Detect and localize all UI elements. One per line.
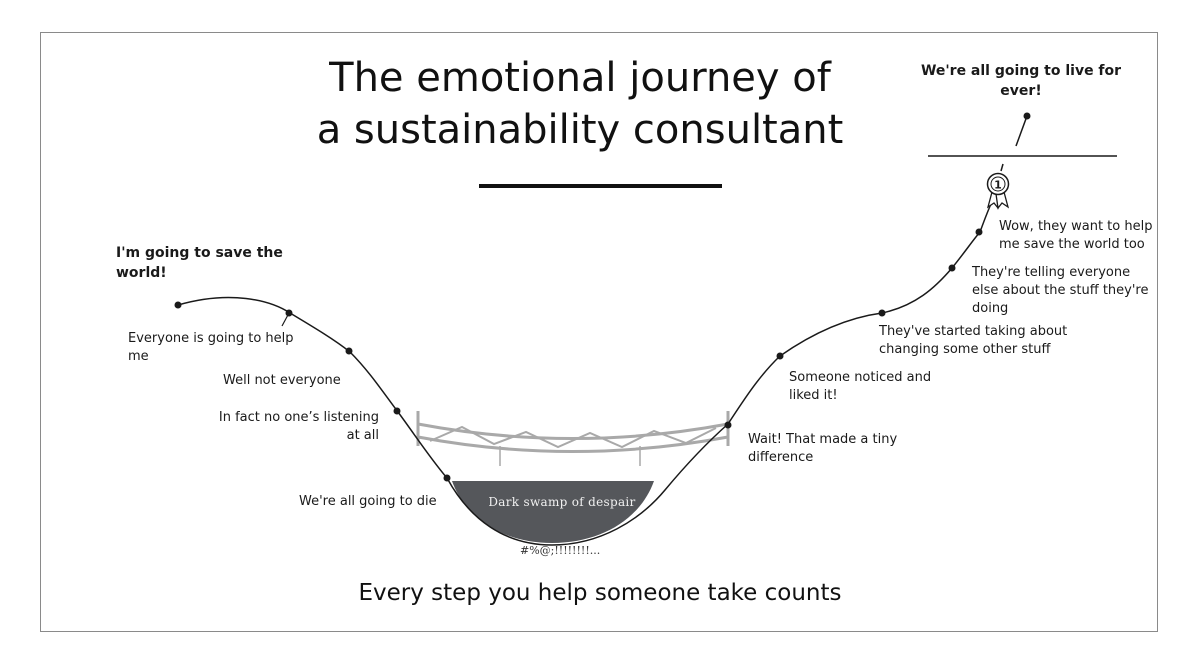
step-label-7: They've started taking about changing so… — [879, 323, 1067, 359]
dot-step-8 — [948, 264, 956, 272]
step-label-2: Well not everyone — [223, 372, 341, 390]
step-3-line-2: at all — [346, 428, 379, 443]
swamp-label: Dark swamp of despair — [488, 495, 636, 509]
step-6-line-2: liked it! — [789, 388, 838, 403]
footer-caption: Every step you help someone take counts — [358, 580, 842, 606]
step-7-line-2: changing some other stuff — [879, 342, 1051, 357]
title-underline — [479, 184, 722, 188]
step-8-line-2: else about the stuff they're — [972, 283, 1149, 298]
step-label-6: Someone noticed and liked it! — [789, 369, 931, 405]
step-label-1: Everyone is going to help me — [128, 330, 294, 366]
start-label: I'm going to save the world! — [116, 243, 283, 283]
page-title: The emotional journey of a sustainabilit… — [300, 52, 860, 156]
dot-step-9 — [975, 228, 983, 236]
step-8-line-1: They're telling everyone — [972, 265, 1131, 280]
step-8-line-3: doing — [972, 301, 1009, 316]
step-2-line-1: Well not everyone — [223, 373, 341, 388]
swamp-of-despair — [452, 481, 654, 543]
diagram-frame — [40, 32, 1158, 632]
step-label-5: Wait! That made a tiny difference — [748, 431, 897, 467]
bridge — [416, 411, 730, 466]
step-label-3: In fact no one’s listening at all — [200, 409, 379, 445]
journey-dots — [174, 112, 1031, 482]
dot-step-5 — [724, 421, 732, 429]
dot-step-7 — [878, 309, 886, 317]
step-label-8: They're telling everyone else about the … — [972, 264, 1148, 318]
dot-step-3 — [393, 407, 401, 415]
medal-number: 1 — [994, 179, 1002, 192]
summit-connector — [1000, 163, 1004, 172]
step-7-line-1: They've started taking about — [879, 324, 1068, 339]
start-label-line-1: I'm going to save the — [116, 245, 283, 261]
step-label-4: We're all going to die — [299, 493, 437, 511]
dot-start — [174, 301, 182, 309]
pointer-line-end — [1015, 115, 1028, 147]
end-label: We're all going to live for ever! — [916, 61, 1126, 101]
step-9-line-1: Wow, they want to help — [999, 219, 1153, 234]
dot-step-2 — [345, 347, 353, 355]
step-3-line-1: In fact no one’s listening — [218, 410, 379, 425]
pointer-line-step-1 — [281, 312, 290, 327]
step-5-line-2: difference — [748, 450, 814, 465]
step-4-line-1: We're all going to die — [299, 494, 437, 509]
step-5-line-1: Wait! That made a tiny — [748, 432, 898, 447]
dot-step-6 — [776, 352, 784, 360]
step-1-line-2: me — [128, 349, 149, 364]
end-label-line-2: ever! — [1000, 83, 1042, 99]
start-label-line-2: world! — [116, 265, 167, 281]
step-1-line-1: Everyone is going to help — [128, 331, 294, 346]
swamp-curse: #%@;!!!!!!!!... — [520, 544, 601, 557]
medal-icon: 1 — [986, 172, 1010, 210]
end-label-line-1: We're all going to live for — [920, 63, 1122, 79]
title-line-1: The emotional journey of — [329, 55, 831, 101]
step-label-9: Wow, they want to help me save the world… — [999, 218, 1152, 254]
title-line-2: a sustainability consultant — [316, 107, 844, 153]
dot-step-4 — [443, 474, 451, 482]
step-6-line-1: Someone noticed and — [789, 370, 932, 385]
step-9-line-2: me save the world too — [999, 237, 1145, 252]
